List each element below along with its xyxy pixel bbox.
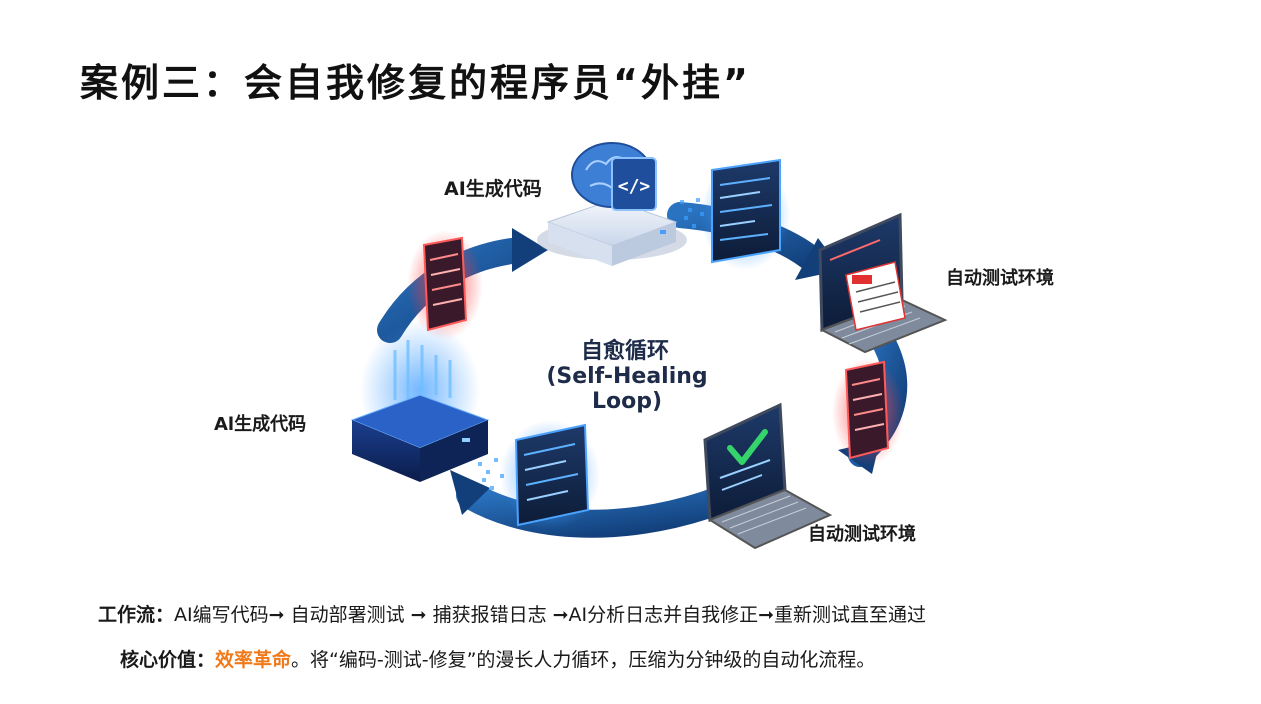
svg-text:</>: </> [618, 176, 651, 197]
center-title-cn: 自愈循环 [580, 339, 669, 364]
core-text: 。将“编码-测试-修复”的漫长人力循环，压缩为分钟级的自动化流程。 [291, 649, 876, 671]
node-label-right-lower: 自动测试环境 [808, 524, 916, 545]
workflow-label: 工作流： [98, 604, 175, 626]
check-icon [727, 429, 768, 465]
node-label-left: Al生成代码 [214, 414, 307, 435]
page-title: 案例三：会自我修复的程序员“外挂” [80, 61, 751, 105]
core-value-line: 核心价值：效率革命。将“编码-测试-修复”的漫长人力循环，压缩为分钟级的自动化流… [120, 645, 875, 672]
workflow-line: 工作流：AI编写代码➞ 自动部署测试 ➞ 捕获报错日志 ➞AI分析日志并自我修正… [98, 600, 926, 627]
laptop-upper-right [818, 212, 948, 354]
error-document-icon [845, 261, 906, 331]
top-ai-server: </> [537, 142, 687, 266]
node-label-top: AI生成代码 [444, 178, 542, 200]
code-panel-top-right [680, 158, 790, 270]
code-icon: </> [611, 157, 657, 211]
core-label: 核心价值： [120, 649, 216, 671]
laptop-lower-right [703, 402, 833, 550]
error-panel-right [832, 358, 904, 466]
center-title-en: (Self-Healing Loop) [546, 364, 708, 414]
core-highlight: 效率革命 [215, 649, 292, 671]
code-panel-bottom [478, 420, 600, 530]
error-panel-left [407, 230, 483, 340]
node-label-right-upper: 自动测试环境 [946, 268, 1054, 289]
workflow-text: AI编写代码➞ 自动部署测试 ➞ 捕获报错日志 ➞AI分析日志并自我修正➞重新测… [174, 604, 927, 626]
left-ai-server [350, 320, 490, 482]
